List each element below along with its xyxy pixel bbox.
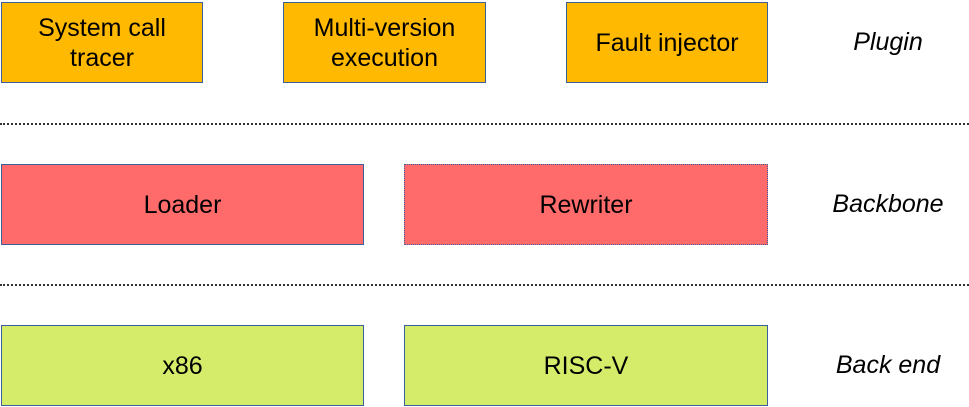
risc-v-box: RISC-V — [404, 325, 768, 406]
x86-box: x86 — [1, 325, 364, 406]
multi-version-execution-box: Multi-version execution — [283, 2, 486, 83]
backend-layer-label: Back end — [835, 351, 941, 379]
layer-separator-2 — [0, 284, 969, 286]
backbone-layer-label: Backbone — [832, 190, 944, 218]
layer-separator-1 — [0, 123, 969, 125]
rewriter-box: Rewriter — [404, 164, 768, 245]
fault-injector-box: Fault injector — [566, 2, 768, 83]
loader-box: Loader — [1, 164, 364, 245]
system-call-tracer-box: System call tracer — [1, 2, 203, 83]
plugin-layer-label: Plugin — [853, 28, 923, 56]
